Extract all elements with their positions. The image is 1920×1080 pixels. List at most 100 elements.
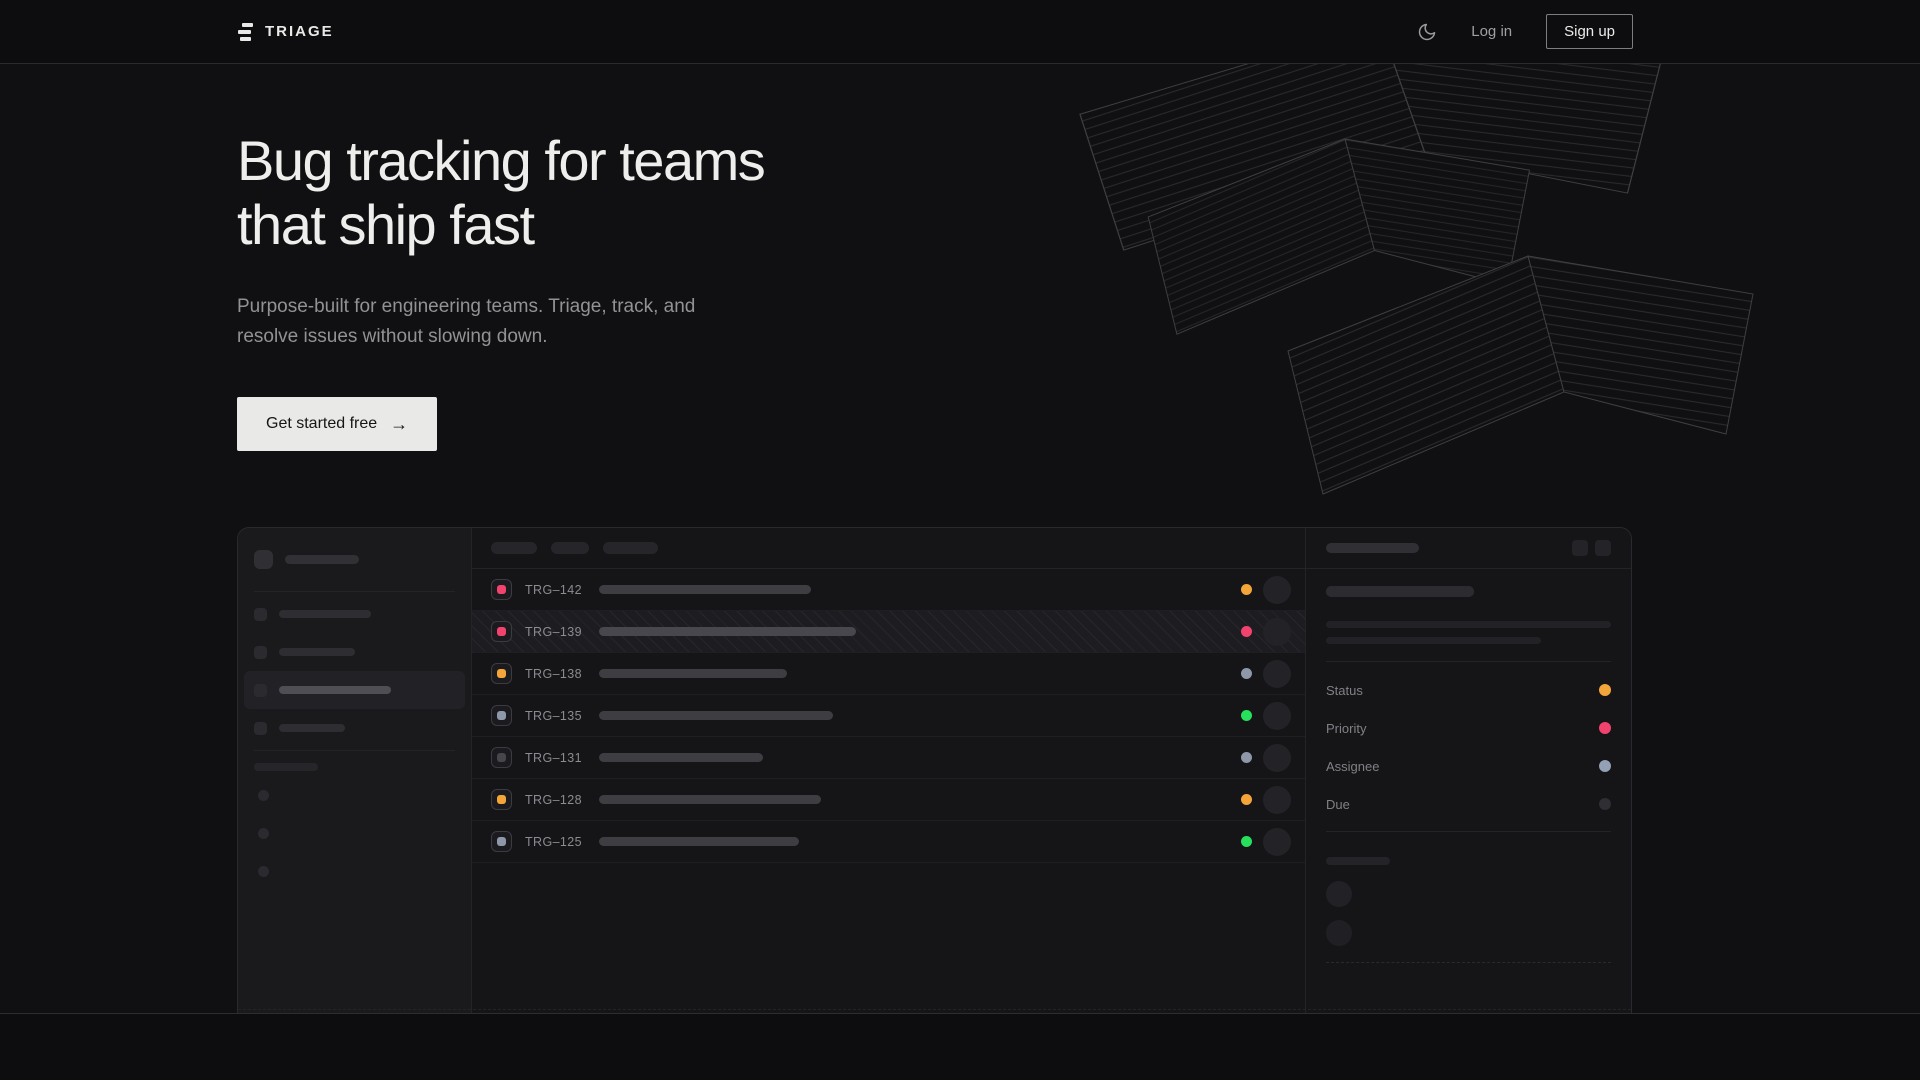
- issue-id: TRG–135: [525, 708, 582, 723]
- assignee-avatar: [1263, 617, 1291, 646]
- signup-button[interactable]: Sign up: [1546, 14, 1633, 49]
- mockup-nav-item-active: [244, 671, 465, 709]
- issue-type-icon: [491, 663, 512, 684]
- assignee-avatar: [1263, 743, 1291, 772]
- skeleton-dot: [258, 828, 269, 839]
- status-dot: [1241, 836, 1252, 847]
- issue-type-icon: [491, 831, 512, 852]
- issue-id: TRG–142: [525, 582, 582, 597]
- status-dot: [1241, 794, 1252, 805]
- arrow-right-icon: →: [390, 413, 409, 434]
- skeleton-avatar: [1326, 881, 1352, 907]
- detail-field-row: Assignee: [1326, 747, 1611, 785]
- detail-field-row: Status: [1326, 671, 1611, 709]
- status-dot: [1241, 626, 1252, 637]
- issue-id: TRG–128: [525, 792, 582, 807]
- issue-type-icon: [491, 621, 512, 642]
- skeleton-bar: [599, 795, 821, 804]
- subtitle-line-1: Purpose-built for engineering teams. Tri…: [237, 296, 696, 317]
- skeleton-bar: [1326, 621, 1611, 628]
- field-label: Due: [1326, 796, 1350, 812]
- issue-type-icon: [491, 579, 512, 600]
- issue-row: TRG–135: [472, 695, 1305, 737]
- nav-item-icon: [254, 683, 267, 697]
- login-link[interactable]: Log in: [1471, 23, 1513, 40]
- issue-type-icon: [491, 789, 512, 810]
- dashed-divider: [1326, 962, 1611, 963]
- footer: [0, 1013, 1920, 1080]
- status-dot: [1241, 752, 1252, 763]
- skeleton-bar: [1326, 637, 1541, 644]
- mockup-nav-item: [244, 595, 465, 633]
- status-dot: [1241, 668, 1252, 679]
- issue-row: TRG–131: [472, 737, 1305, 779]
- triage-logo-icon: [238, 22, 254, 41]
- app-mockup: TRG–142 TRG–139 TRG–138 TRG–135: [237, 527, 1632, 1013]
- issue-row: TRG–128: [472, 779, 1305, 821]
- issue-type-icon: [491, 705, 512, 726]
- heading-line-2: that ship fast: [237, 193, 535, 256]
- issue-row: TRG–138: [472, 653, 1305, 695]
- skeleton-tab: [603, 542, 658, 554]
- issue-id: TRG–131: [525, 750, 582, 765]
- skeleton-bar: [1326, 543, 1419, 553]
- assignee-avatar: [1263, 659, 1291, 688]
- theme-toggle-moon-icon[interactable]: [1417, 22, 1437, 42]
- issue-type-icon: [491, 747, 512, 768]
- brand-logo[interactable]: TRIAGE: [238, 0, 334, 63]
- status-dot: [1241, 584, 1252, 595]
- workspace-row: [254, 528, 455, 569]
- mockup-nav-item: [244, 633, 465, 671]
- mockup-issue-list: TRG–142 TRG–139 TRG–138 TRG–135: [472, 528, 1305, 1013]
- skeleton-dot: [258, 790, 269, 801]
- field-value-dot: [1599, 760, 1611, 772]
- field-label: Priority: [1326, 720, 1367, 736]
- skeleton-bar: [599, 711, 833, 720]
- brand-name: TRIAGE: [265, 23, 334, 40]
- divider: [254, 591, 455, 592]
- field-value-dot: [1599, 684, 1611, 696]
- skeleton-bar: [254, 763, 318, 771]
- heading-line-1: Bug tracking for teams: [237, 129, 766, 192]
- mockup-detail-panel: Status Priority Assignee Due: [1305, 528, 1631, 1013]
- hero-subtitle: Purpose-built for engineering teams. Tri…: [237, 292, 695, 352]
- assignee-avatar: [1263, 785, 1291, 814]
- skeleton-bar: [1326, 857, 1390, 865]
- mockup-nav-item: [244, 709, 465, 747]
- nav-item-icon: [254, 607, 267, 621]
- get-started-button[interactable]: Get started free →: [237, 397, 438, 451]
- panel-action-icon: [1595, 540, 1611, 556]
- skeleton-bar: [279, 724, 345, 732]
- field-value-dot: [1599, 798, 1611, 810]
- issue-row: TRG–125: [472, 821, 1305, 863]
- skeleton-bar: [279, 686, 391, 694]
- issue-id: TRG–125: [525, 834, 582, 849]
- assignee-avatar: [1263, 701, 1291, 730]
- divider: [1326, 661, 1611, 662]
- page-title: Bug tracking for teams that ship fast: [237, 129, 766, 257]
- navbar: TRIAGE Log in Sign up: [0, 0, 1920, 64]
- issue-row: TRG–139: [472, 611, 1305, 653]
- cta-label: Get started free: [266, 415, 378, 432]
- detail-field-row: Due: [1326, 785, 1611, 823]
- assignee-avatar: [1263, 827, 1291, 856]
- divider: [254, 750, 455, 751]
- panel-body: Status Priority Assignee Due: [1306, 569, 1631, 963]
- skeleton-tab: [491, 542, 537, 554]
- skeleton-bar: [285, 555, 359, 564]
- issue-id: TRG–138: [525, 666, 582, 681]
- status-dot: [1241, 710, 1252, 721]
- skeleton-title-bar: [1326, 586, 1474, 597]
- subtitle-line-2: resolve issues without slowing down.: [237, 326, 548, 347]
- divider: [1326, 831, 1611, 832]
- skeleton-bar: [279, 610, 371, 618]
- mockup-nav-list: [244, 592, 465, 747]
- skeleton-bar: [279, 648, 355, 656]
- panel-header: [1306, 528, 1631, 569]
- skeleton-bar: [599, 669, 787, 678]
- skeleton-bar: [599, 753, 763, 762]
- detail-field-row: Priority: [1326, 709, 1611, 747]
- workspace-avatar: [254, 550, 273, 569]
- skeleton-dot: [258, 866, 269, 877]
- skeleton-bar: [599, 627, 856, 636]
